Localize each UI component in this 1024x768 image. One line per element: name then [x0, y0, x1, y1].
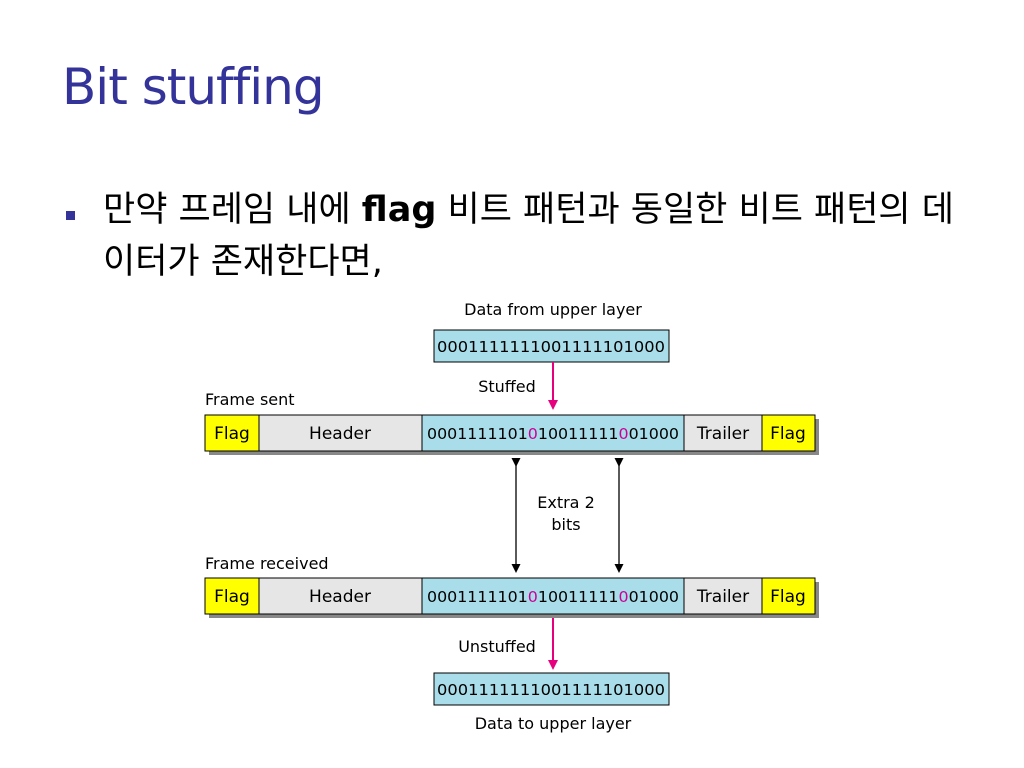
frame-sent-flag-left-label: Flag	[214, 424, 250, 444]
frame-received-trailer	[683, 577, 763, 615]
frame-sent-flag-left	[204, 414, 260, 452]
frame-sent-label: Frame sent	[205, 390, 295, 409]
upper-data-box	[433, 329, 670, 363]
frame-sent-header	[258, 414, 423, 452]
frame-received-flag-left	[204, 577, 260, 615]
extra-bits-label-line1: Extra 2	[537, 493, 595, 512]
frame-sent-bits-part3: 01000	[629, 425, 679, 443]
frame-received-flag-left-label: Flag	[214, 587, 250, 607]
bullet-text-bold: flag	[361, 190, 437, 230]
frame-sent-data	[421, 414, 685, 452]
unstuffed-label: Unstuffed	[458, 637, 536, 656]
bullet-marker	[66, 211, 75, 220]
extra-bits-label-line2: bits	[551, 515, 580, 534]
upper-data-bits: 0001111111001111101000	[437, 338, 665, 356]
frame-sent-bits-part1: 0001111101	[427, 425, 528, 443]
frame-received-bits-part2: 10011111	[538, 588, 619, 606]
bullet-text-prefix: 만약 프레임 내에	[103, 190, 362, 230]
lower-layer-label: Data to upper layer	[475, 714, 632, 733]
frame-sent-flag-right-label: Flag	[770, 424, 806, 444]
frame-sent-header-label: Header	[309, 424, 371, 444]
frame-received-label: Frame received	[205, 554, 329, 573]
frame-sent-stuffed-bit-1: 0	[528, 425, 538, 443]
frame-sent-trailer-label: Trailer	[696, 424, 749, 444]
frame-sent-bits-part2: 10011111	[538, 425, 619, 443]
frame-received-trailer-label: Trailer	[696, 587, 749, 607]
bullet-text-suffix: 비트 패턴과 동일한 비트 패턴의 데이터가 존재한다면,	[103, 190, 954, 282]
frame-received-data	[421, 577, 685, 615]
frame-received-bits-part3: 01000	[629, 588, 679, 606]
frame-received-flag-right-label: Flag	[770, 587, 806, 607]
lower-data-box	[433, 672, 670, 706]
frame-received-stuffed-bit-2: 0	[619, 588, 629, 606]
frame-sent-flag-right	[761, 414, 816, 452]
frame-received-stuffed-bit-1: 0	[528, 588, 538, 606]
frame-received-header	[258, 577, 423, 615]
frame-received-bits-part1: 0001111101	[427, 588, 528, 606]
frame-sent-trailer	[683, 414, 763, 452]
frame-received-flag-right	[761, 577, 816, 615]
frame-received-header-label: Header	[309, 587, 371, 607]
stuffed-label: Stuffed	[478, 377, 536, 396]
upper-layer-label: Data from upper layer	[464, 300, 642, 319]
frame-sent-stuffed-bit-2: 0	[619, 425, 629, 443]
bullet-text: 만약 프레임 내에 flag 비트 패턴과 동일한 비트 패턴의 데이터가 존재…	[103, 184, 983, 288]
slide-title: Bit stuffing	[62, 58, 325, 116]
lower-data-bits: 0001111111001111101000	[437, 681, 665, 699]
